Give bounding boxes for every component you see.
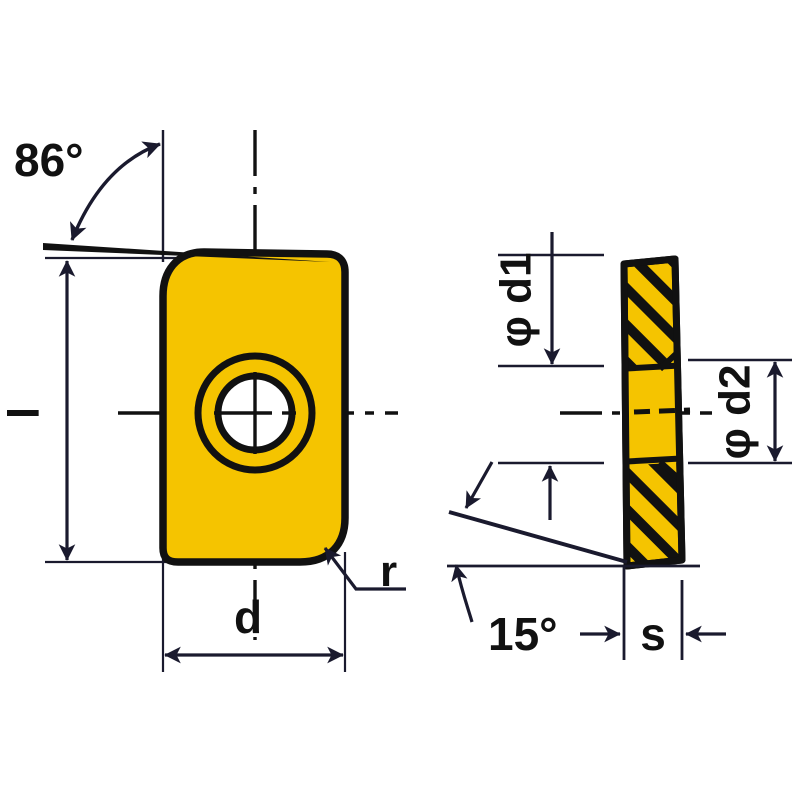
thickness-label: s bbox=[640, 608, 666, 660]
radius-leader-line bbox=[323, 547, 406, 591]
corner-radius-callout: r bbox=[323, 547, 406, 596]
bore-centerline-overlay bbox=[214, 372, 296, 454]
relief-angle-leader bbox=[464, 461, 494, 509]
side-view-outline bbox=[620, 255, 686, 570]
angle-arc bbox=[70, 141, 161, 241]
relief-angle-reference-line bbox=[448, 510, 628, 564]
bore-band-fill bbox=[624, 365, 682, 466]
thickness-dimension: s bbox=[580, 567, 726, 660]
relief-angle-dimension: 15° bbox=[448, 461, 628, 660]
width-dimension: d bbox=[164, 591, 344, 664]
side-bore-centerline-dash bbox=[633, 407, 691, 415]
side-view: φ d1 φ d2 15° bbox=[447, 232, 792, 660]
corner-radius-label: r bbox=[380, 547, 397, 596]
bore-d2-label: φ d2 bbox=[711, 364, 760, 459]
bore-d2-dimension: φ d2 bbox=[688, 358, 792, 465]
length-label: l bbox=[0, 407, 49, 419]
length-dimension: l bbox=[0, 260, 76, 561]
relief-angle-label: 15° bbox=[488, 608, 558, 660]
relief-angle-curve-leader bbox=[451, 564, 474, 623]
bore-d1-label: φ d1 bbox=[492, 252, 541, 347]
front-view: 86° l d r bbox=[0, 130, 406, 672]
insert-counterbore-circle bbox=[194, 352, 316, 474]
angle-ref-flank-wedge bbox=[43, 243, 330, 262]
bore-band-chamfer-bottom bbox=[658, 459, 680, 481]
width-label: d bbox=[234, 591, 262, 643]
angle-86-label: 86° bbox=[14, 134, 84, 186]
angle-86-dimension: 86° bbox=[14, 130, 330, 262]
bore-d1-dimension: φ d1 bbox=[492, 232, 604, 368]
